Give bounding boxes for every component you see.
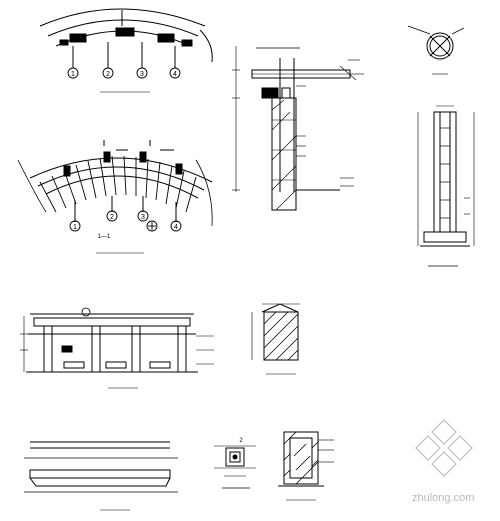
footing-section — [278, 431, 334, 501]
front-elevation — [20, 307, 214, 389]
grid-label-2-b: 2 — [110, 214, 114, 221]
watermark-text: zhulong.com — [412, 492, 475, 504]
roof-beam-plan — [17, 140, 213, 254]
grid-label-3-b: 3 — [141, 214, 145, 221]
column-elevation-detail — [417, 105, 475, 267]
grid-bubble-4-b — [170, 220, 182, 232]
section-mark-label: 1—1 — [98, 234, 111, 240]
beam-cross-section — [251, 303, 300, 375]
grid-label-1: 1 — [71, 71, 75, 78]
grid-label-4-b: 4 — [174, 224, 178, 231]
beam-elevation — [24, 441, 178, 511]
top-plan-grid-bubbles — [67, 67, 181, 79]
beam-plan-grid-bubbles — [69, 210, 182, 232]
round-column-detail — [407, 25, 465, 75]
top-plan-view — [39, 8, 213, 93]
grid-bubble-2 — [102, 67, 114, 79]
grid-label-4: 4 — [173, 71, 177, 78]
grid-label-1-b: 1 — [73, 224, 77, 231]
grid-bubble-3 — [136, 67, 148, 79]
section-bubble — [146, 220, 158, 232]
grid-bubble-3-b — [137, 210, 149, 222]
watermark-logo — [415, 419, 473, 477]
column-section — [232, 46, 364, 211]
grid-bubble-1 — [67, 67, 79, 79]
grid-bubble-2-b — [106, 210, 118, 222]
grid-bubble-1-b — [69, 220, 81, 232]
column-base-detail — [214, 445, 256, 489]
grid-label-2: 2 — [106, 71, 110, 78]
grid-label-3: 3 — [140, 71, 144, 78]
section-mark-2-label: 2 — [239, 438, 243, 444]
grid-bubble-4 — [169, 67, 181, 79]
